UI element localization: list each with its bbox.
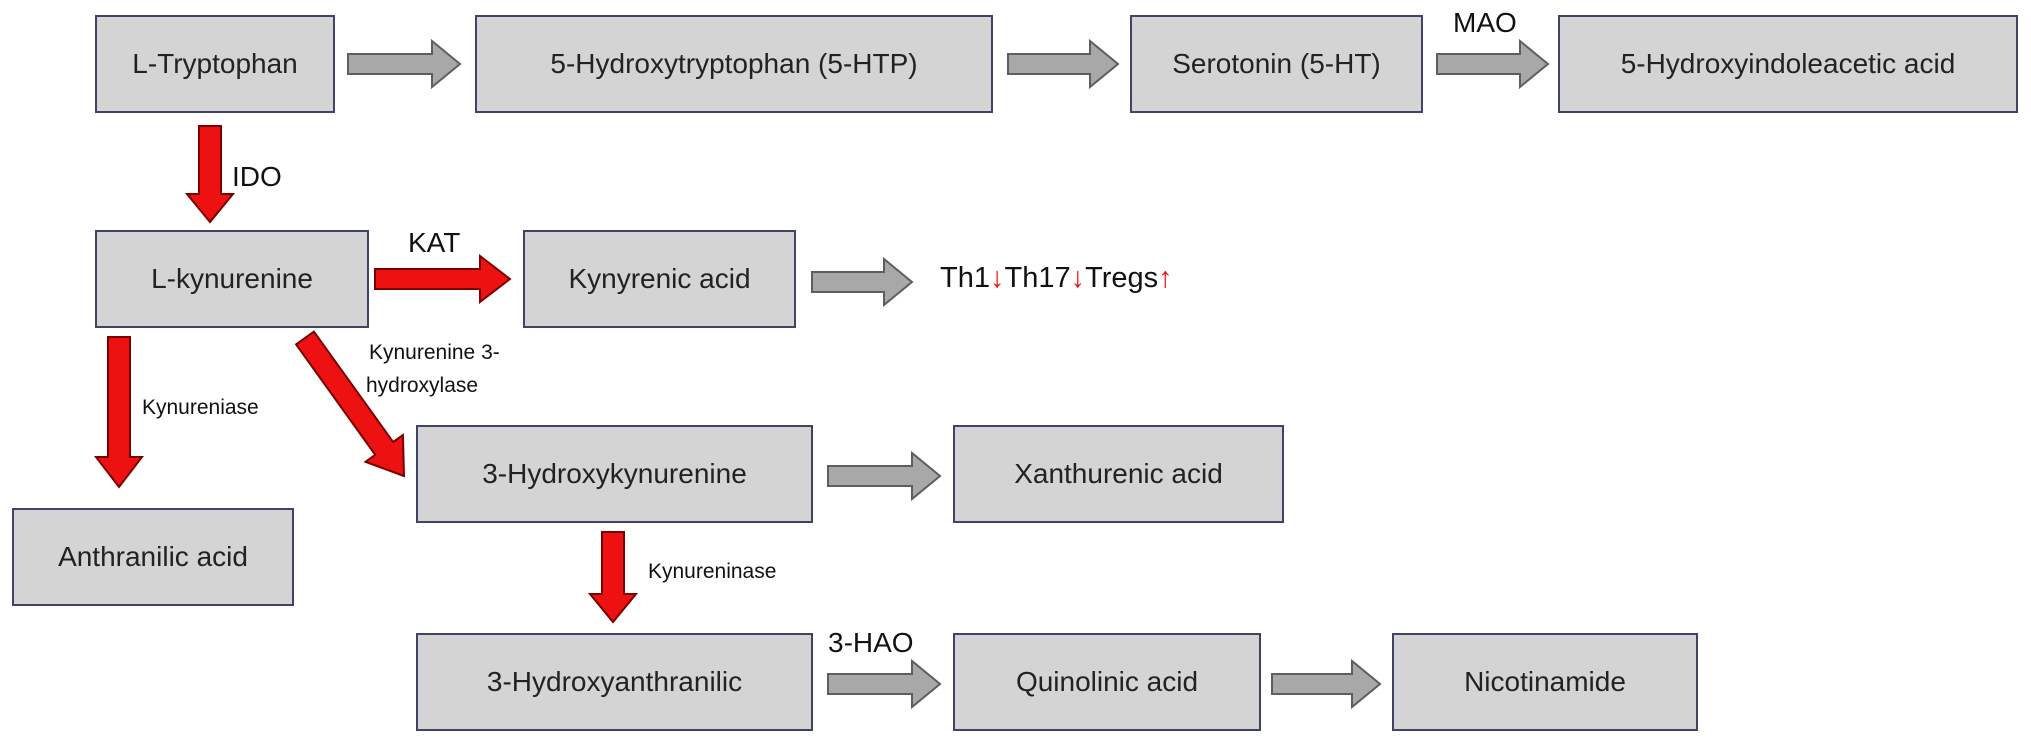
node-kynurenic-acid: Kynyrenic acid: [523, 230, 796, 328]
enzyme-label-kat: KAT: [408, 227, 461, 258]
arrow-kynurenine-to-3hk: [294, 330, 406, 478]
node-l-tryptophan: L-Tryptophan: [95, 15, 335, 113]
enzyme-label-mao: MAO: [1453, 7, 1517, 38]
arrow-3hk-to-3haa: [587, 531, 639, 624]
th1-label: Th1: [940, 262, 990, 294]
node-quinolinic-acid: Quinolinic acid: [953, 633, 1261, 731]
enzyme-label-ido: IDO: [232, 161, 282, 192]
immune-cell-effects: Th1↓Th17↓Tregs↑: [940, 262, 1173, 295]
enzyme-label-kynureninase: Kynureninase: [648, 560, 777, 583]
arrow-quinolinic-to-nicotinamide: [1271, 658, 1382, 710]
arrow-down-icon: ↓: [1070, 262, 1086, 294]
enzyme-label-kynurenine-3-line1: Kynurenine 3-: [369, 341, 500, 364]
arrow-3hk-to-xanthurenic: [827, 450, 942, 502]
arrow-3haa-to-quinolinic: [827, 658, 942, 710]
arrow-kynurenine-to-kynurenic: [374, 253, 512, 305]
arrow-kynurenine-to-anthranilic: [93, 336, 145, 489]
arrow-tryptophan-to-5htp: [347, 38, 462, 90]
node-xanthurenic-acid: Xanthurenic acid: [953, 425, 1284, 523]
node-l-kynurenine: L-kynurenine: [95, 230, 369, 328]
node-serotonin: Serotonin (5-HT): [1130, 15, 1423, 113]
node-3-hydroxykynurenine: 3-Hydroxykynurenine: [416, 425, 813, 523]
arrow-5htp-to-serotonin: [1007, 38, 1120, 90]
node-3-hydroxyanthranilic: 3-Hydroxyanthranilic: [416, 633, 813, 731]
enzyme-label-3-hao: 3-HAO: [828, 627, 914, 658]
tregs-label: Tregs: [1085, 262, 1159, 294]
node-nicotinamide: Nicotinamide: [1392, 633, 1698, 731]
node-anthranilic-acid: Anthranilic acid: [12, 508, 294, 606]
arrow-down-icon: ↓: [989, 262, 1005, 294]
node-5-htp: 5-Hydroxytryptophan (5-HTP): [475, 15, 993, 113]
th17-label: Th17: [1004, 262, 1071, 294]
node-5-hiaa: 5-Hydroxyindoleacetic acid: [1558, 15, 2018, 113]
arrow-tryptophan-to-kynurenine: [184, 125, 236, 224]
enzyme-label-kynurenine-3-line2: hydroxylase: [366, 374, 479, 397]
arrow-kynurenic-to-cells: [811, 256, 914, 308]
arrow-serotonin-to-5hiaa: [1436, 38, 1550, 90]
arrow-up-icon: ↑: [1158, 262, 1173, 294]
enzyme-label-kynureniase: Kynureniase: [142, 396, 259, 419]
